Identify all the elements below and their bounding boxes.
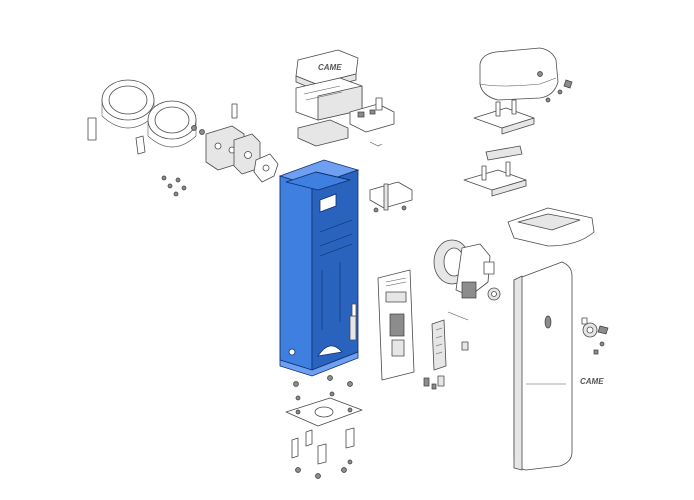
bolt-set-left	[161, 125, 205, 197]
hinge-pin-top[interactable]	[231, 103, 238, 119]
front-door-panel[interactable]: CAME	[513, 261, 604, 471]
door-lock-small-parts	[593, 341, 605, 355]
cover-mount-plate[interactable]	[473, 99, 535, 135]
gearmotor[interactable]	[433, 239, 495, 299]
switch-components[interactable]	[423, 375, 445, 390]
motor-support-bracket[interactable]	[369, 181, 413, 213]
cover-logo: CAME	[318, 63, 342, 72]
gasket-sheet[interactable]	[297, 119, 349, 147]
mounting-ring-inner[interactable]	[147, 100, 197, 148]
bracket-bar-upper[interactable]	[485, 145, 523, 161]
release-knob[interactable]	[487, 287, 501, 301]
door-logo: CAME	[580, 377, 604, 386]
spring-rod	[447, 311, 469, 321]
small-fuse	[461, 341, 469, 351]
foundation-plate[interactable]	[285, 397, 363, 427]
mid-plate[interactable]	[463, 161, 527, 197]
connector-small	[369, 141, 383, 147]
cover-lock-parts	[545, 79, 573, 103]
ring-clip-lower[interactable]	[135, 135, 146, 155]
connector-strip[interactable]	[431, 319, 447, 371]
circuit-board[interactable]	[349, 97, 395, 133]
cabinet-housing[interactable]	[278, 159, 360, 377]
top-cover[interactable]	[479, 47, 559, 101]
electronics-panel[interactable]	[377, 269, 415, 381]
drainage-tray[interactable]	[507, 207, 595, 247]
bracket-cross-plate[interactable]	[253, 153, 279, 183]
door-lock-assembly[interactable]	[581, 317, 609, 338]
ring-clip-left[interactable]	[87, 117, 97, 141]
bolts-under-cabinet	[293, 375, 353, 401]
anchor-bolts[interactable]	[291, 427, 355, 465]
nuts-and-washers	[295, 459, 353, 479]
cable-lever[interactable]	[349, 303, 357, 341]
mounting-ring-outer[interactable]	[101, 79, 155, 129]
